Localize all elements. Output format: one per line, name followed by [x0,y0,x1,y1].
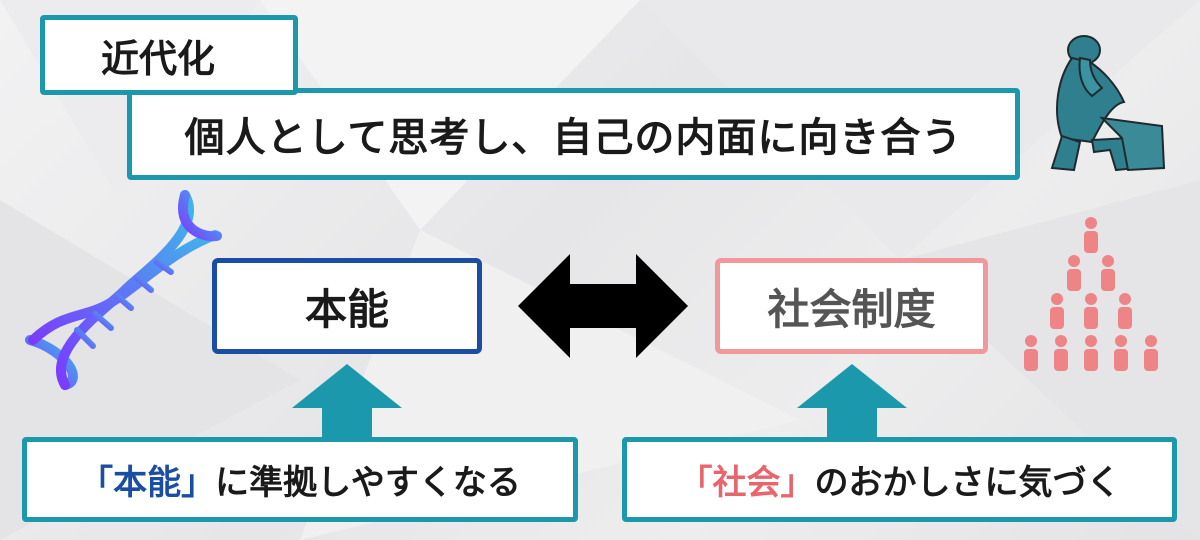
society-result-text: のおかしさに気づく [814,463,1121,503]
thinker-statue-icon [1050,35,1166,172]
dna-icon [25,190,222,390]
social-system-text: 社会制度 [767,284,936,334]
instinct-box: 本能 [212,258,482,354]
society-quote: 「社会」 [678,463,815,503]
label-text: 近代化 [101,36,216,81]
social-system-box: 社会制度 [715,258,988,354]
instinct-text: 本能 [304,284,389,334]
label-box: 近代化 [40,15,298,95]
double-arrow-icon [518,254,688,358]
instinct-result-box: 「本能」に準拠しやすくなる [22,437,578,522]
instinct-result-text: に準拠しやすくなる [215,463,521,503]
up-arrow-icon [292,364,402,440]
up-arrow-icon [797,364,907,440]
title-text: 個人として思考し、自己の内面に向き合う [184,115,963,161]
instinct-quote: 「本能」 [79,463,216,503]
title-box: 個人として思考し、自己の内面に向き合う [127,88,1020,180]
society-result-box: 「社会」のおかしさに気づく [622,437,1177,522]
people-pyramid-icon [1024,217,1158,371]
